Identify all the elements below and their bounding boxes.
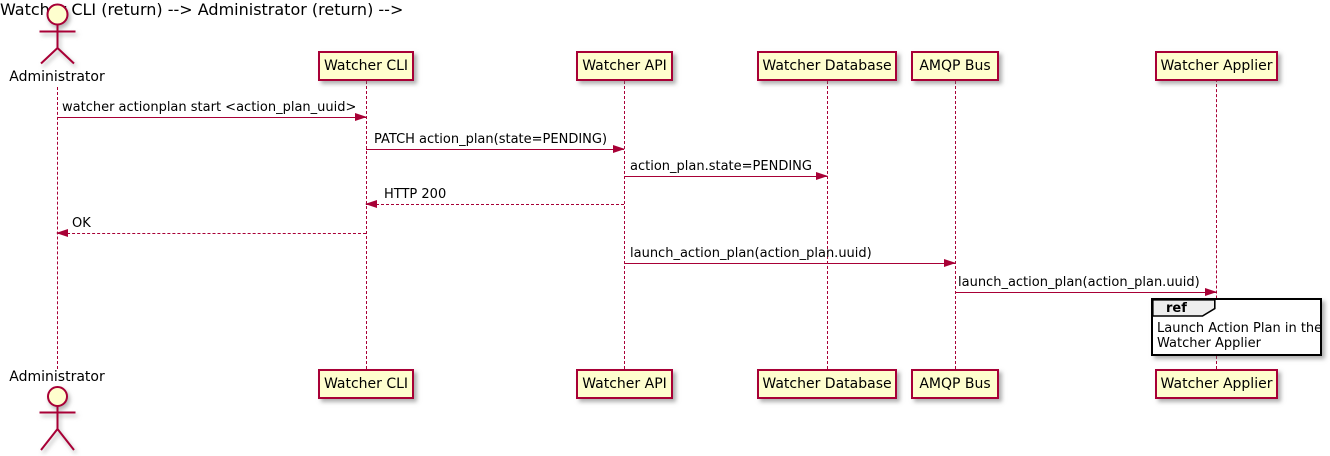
message-line	[57, 113, 367, 121]
message-line	[955, 288, 1217, 296]
message-label: OK	[72, 216, 91, 231]
participant-label: AMQP Bus	[919, 376, 991, 392]
actor-label-bottom: Administrator	[9, 369, 105, 385]
arrowhead-right-icon	[1205, 288, 1217, 296]
lifeline-administrator	[57, 87, 58, 369]
lifeline-watcher-applier	[1216, 79, 1217, 369]
actor-icon-bottom	[39, 386, 76, 451]
participant-watcher-cli-top: Watcher CLI	[318, 51, 414, 81]
participant-amqp-bus-top: AMQP Bus	[911, 51, 999, 81]
participant-label: Watcher API	[582, 58, 667, 74]
ref-keyword: ref	[1166, 301, 1187, 316]
arrowhead-right-icon	[355, 113, 367, 121]
message-label: action_plan.state=PENDING	[630, 159, 812, 174]
arrowhead-left-icon	[365, 200, 377, 208]
message-line	[365, 200, 624, 208]
message-label: watcher actionplan start <action_plan_uu…	[62, 100, 357, 115]
message-line	[624, 259, 956, 267]
ref-tab-icon	[1152, 299, 1216, 317]
arrowhead-right-icon	[613, 145, 625, 153]
message-label: launch_action_plan(action_plan.uuid)	[630, 246, 872, 261]
message-label: HTTP 200	[384, 187, 447, 202]
participant-label: Watcher Applier	[1160, 376, 1273, 392]
arrowhead-right-icon	[944, 259, 956, 267]
message-line	[56, 229, 366, 237]
actor-icon-top	[39, 3, 76, 65]
message-label: PATCH action_plan(state=PENDING)	[374, 132, 608, 147]
arrowhead-right-icon	[816, 172, 828, 180]
ref-fragment: ref Launch Action Plan in the Watcher Ap…	[1151, 298, 1322, 356]
participant-watcher-applier-bottom: Watcher Applier	[1155, 369, 1278, 399]
participant-label: Watcher Database	[762, 376, 892, 392]
participant-watcher-api-top: Watcher API	[576, 51, 673, 81]
message-line	[366, 145, 625, 153]
participant-label: Watcher Database	[762, 58, 892, 74]
actor-label-top: Administrator	[9, 69, 105, 85]
lifeline-watcher-api	[624, 81, 625, 369]
ref-text: Launch Action Plan in the Watcher Applie…	[1157, 321, 1322, 351]
participant-label: Watcher API	[582, 376, 667, 392]
participant-watcher-applier-top: Watcher Applier	[1155, 51, 1278, 81]
ref-text-line: Launch Action Plan in the	[1157, 321, 1323, 336]
lifeline-watcher-cli	[366, 81, 367, 369]
participant-watcher-database-top: Watcher Database	[757, 51, 897, 81]
lifeline-watcher-database	[827, 81, 828, 369]
participant-watcher-api-bottom: Watcher API	[576, 369, 673, 399]
arrowhead-left-icon	[56, 229, 68, 237]
ref-text-line: Watcher Applier	[1157, 336, 1261, 351]
participant-amqp-bus-bottom: AMQP Bus	[911, 369, 999, 399]
participant-label: Watcher CLI	[323, 376, 409, 392]
participant-label: AMQP Bus	[919, 58, 991, 74]
message-label: launch_action_plan(action_plan.uuid)	[958, 275, 1200, 290]
participant-watcher-database-bottom: Watcher Database	[757, 369, 897, 399]
participant-watcher-cli-bottom: Watcher CLI	[318, 369, 414, 399]
participant-label: Watcher CLI	[323, 58, 409, 74]
participant-label: Watcher Applier	[1160, 58, 1273, 74]
lifeline-amqp-bus	[955, 81, 956, 369]
message-line	[624, 172, 828, 180]
